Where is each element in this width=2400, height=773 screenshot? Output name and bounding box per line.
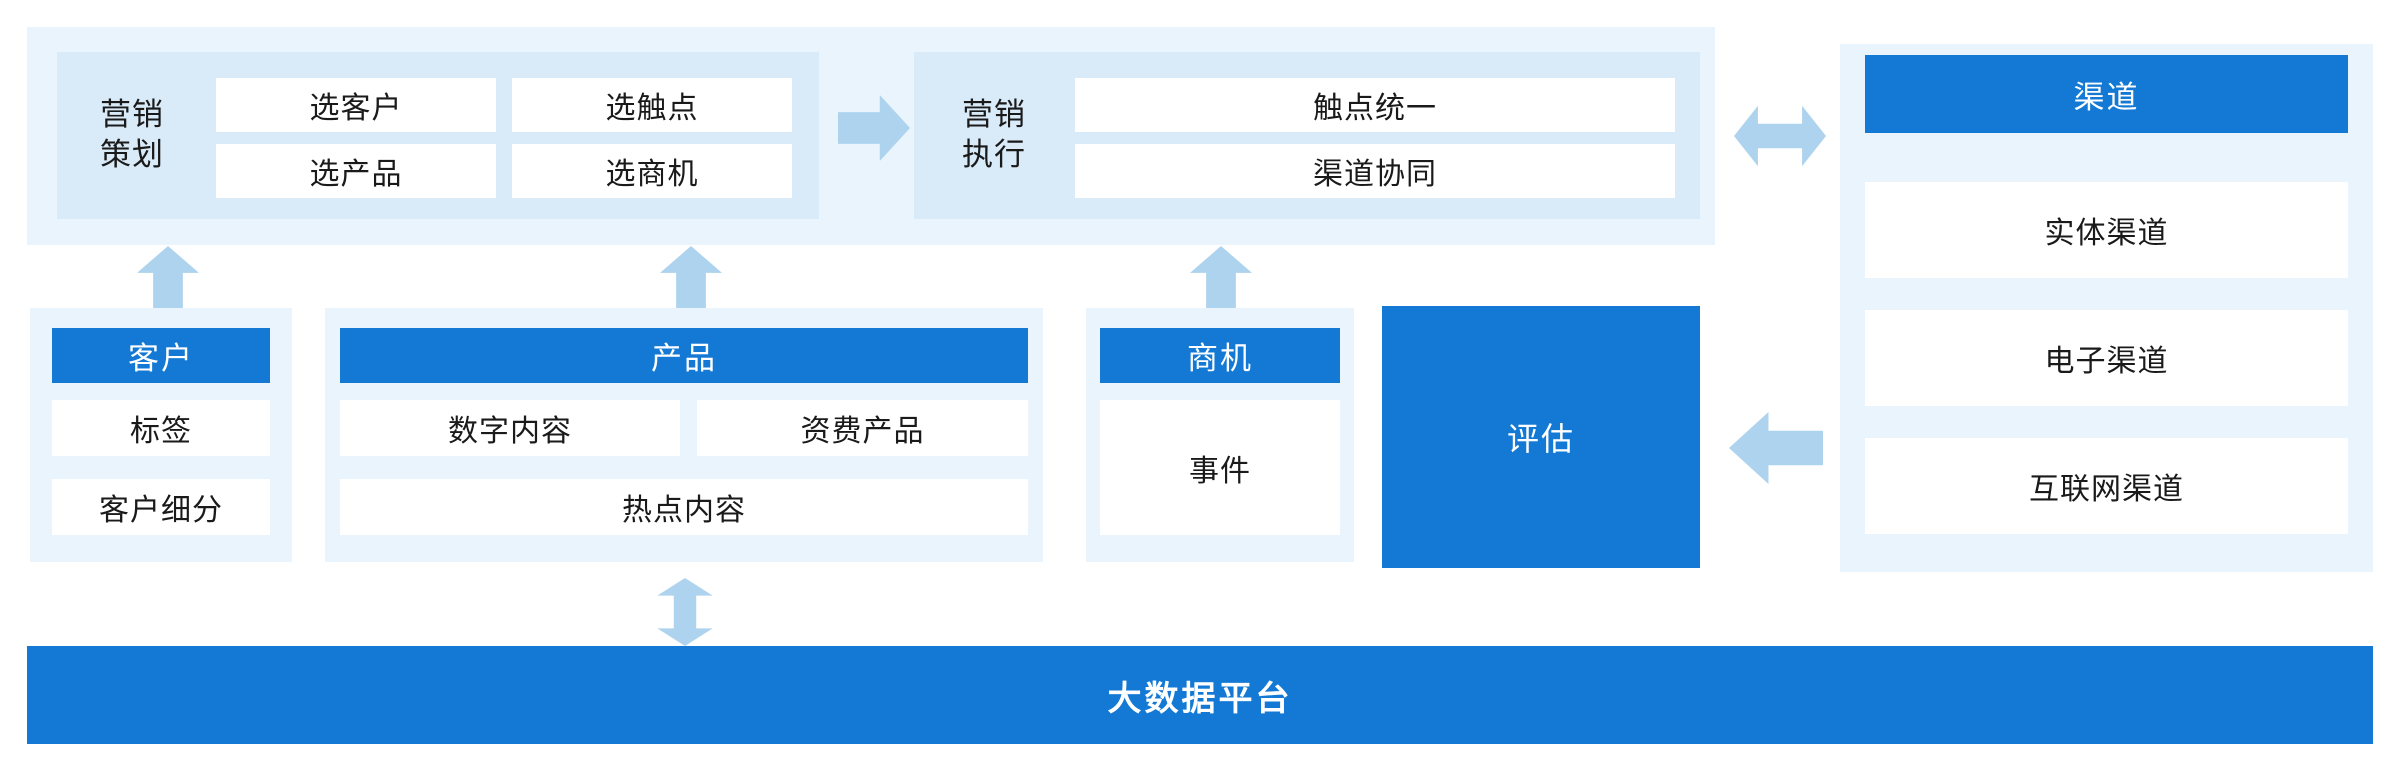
- product-item-hot-content[interactable]: 热点内容: [340, 479, 1028, 535]
- channel-item-internet[interactable]: 互联网渠道: [1865, 438, 2348, 534]
- product-item-digital-content[interactable]: 数字内容: [340, 400, 680, 456]
- marketing-execution-label-line2: 执行: [962, 137, 1026, 172]
- marketing-planning-label: 营销 策划: [72, 60, 192, 210]
- execution-item-channel-synergy[interactable]: 渠道协同: [1075, 144, 1675, 198]
- product-to-planning-arrow: [660, 246, 722, 310]
- opportunity-to-execution-arrow: [1190, 246, 1252, 310]
- product-group-header: 产品: [340, 328, 1028, 383]
- channel-item-electronic[interactable]: 电子渠道: [1865, 310, 2348, 406]
- marketing-execution-label: 营销 执行: [934, 60, 1054, 210]
- marketing-planning-label-line1: 营销: [100, 97, 164, 133]
- channel-to-evaluation-arrow: [1729, 412, 1823, 484]
- evaluation-block[interactable]: 评估: [1382, 306, 1700, 568]
- planning-item-select-opportunity[interactable]: 选商机: [512, 144, 792, 198]
- big-data-platform-bar[interactable]: 大数据平台: [27, 646, 2373, 744]
- customer-group-header: 客户: [52, 328, 270, 383]
- marketing-planning-label-line2: 策划: [100, 137, 164, 172]
- channel-column-header: 渠道: [1865, 55, 2348, 133]
- opportunity-group-header: 商机: [1100, 328, 1340, 383]
- planning-item-select-product[interactable]: 选产品: [216, 144, 496, 198]
- customer-item-tags[interactable]: 标签: [52, 400, 270, 456]
- opportunity-item-event[interactable]: 事件: [1100, 400, 1340, 535]
- customer-to-planning-arrow: [137, 246, 199, 310]
- product-item-tariff-product[interactable]: 资费产品: [697, 400, 1028, 456]
- execution-item-touchpoint-unified[interactable]: 触点统一: [1075, 78, 1675, 132]
- customer-item-segmentation[interactable]: 客户细分: [52, 479, 270, 535]
- planning-item-select-touchpoint[interactable]: 选触点: [512, 78, 792, 132]
- planning-item-select-customer[interactable]: 选客户: [216, 78, 496, 132]
- channel-item-physical[interactable]: 实体渠道: [1865, 182, 2348, 278]
- product-to-platform-arrow: [657, 578, 713, 646]
- marketing-execution-label-line1: 营销: [962, 97, 1026, 133]
- execution-to-channel-arrow: [1734, 105, 1826, 167]
